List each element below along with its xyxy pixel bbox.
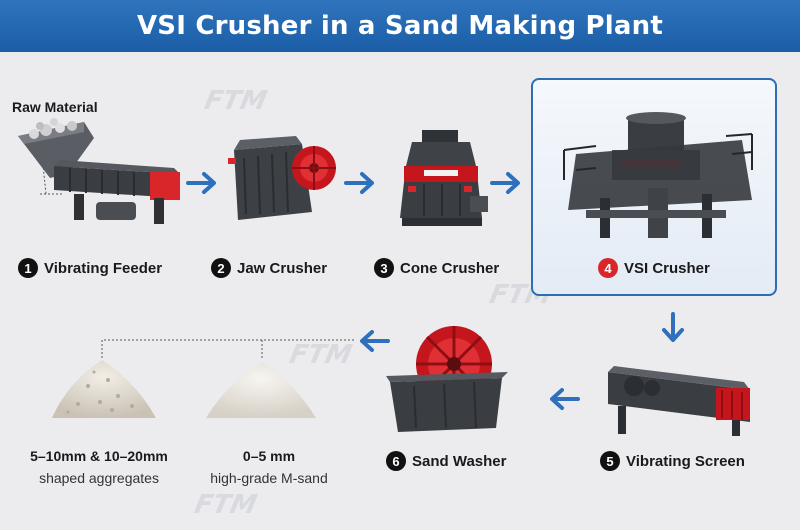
step-number-badge: 1: [18, 258, 38, 278]
arrow-right-icon: [186, 172, 216, 194]
arrow-right-icon: [344, 172, 374, 194]
step-label-vsi-crusher: 4 VSI Crusher: [598, 258, 710, 278]
product-size: 0–5 mm: [242, 448, 296, 464]
step-label-jaw-crusher: 2 Jaw Crusher: [211, 258, 327, 278]
step-name: Jaw Crusher: [237, 259, 328, 277]
step-number-badge: 3: [374, 258, 394, 278]
step-number-badge: 2: [211, 258, 231, 278]
step-label-cone-crusher: 3 Cone Crusher: [374, 258, 499, 278]
product-split-line: [101, 339, 356, 358]
msand-pile-image: [206, 362, 316, 418]
step-name: Vibrating Feeder: [44, 259, 163, 277]
watermark-logo: FTM: [201, 86, 270, 116]
arrow-down-icon: [662, 312, 684, 342]
vibrating-screen-image: [608, 366, 750, 436]
arrow-left-icon: [550, 388, 580, 410]
page-title: VSI Crusher in a Sand Making Plant: [136, 11, 664, 41]
arrow-right-icon: [490, 172, 520, 194]
product-description: high-grade M-sand: [210, 470, 328, 486]
sand-washer-image: [386, 326, 508, 432]
step-label-vibrating-screen: 5 Vibrating Screen: [600, 451, 745, 471]
step-number-badge: 4: [598, 258, 618, 278]
arrow-left-icon: [360, 330, 390, 352]
cone-crusher-image: [400, 130, 488, 226]
product-aggregates: 5–10mm & 10–20mm shaped aggregates: [14, 448, 184, 486]
product-msand: 0–5 mm high-grade M-sand: [184, 448, 354, 486]
step-name: Sand Washer: [412, 452, 507, 470]
step-number-badge: 6: [386, 451, 406, 471]
aggregate-pile-image: [52, 360, 156, 418]
watermark-logo: FTM: [191, 490, 260, 520]
raw-material-label: Raw Material: [12, 99, 98, 115]
jaw-crusher-image: [228, 136, 336, 220]
product-description: shaped aggregates: [39, 470, 159, 486]
vsi-crusher-image: [563, 112, 753, 238]
title-banner: VSI Crusher in a Sand Making Plant: [0, 0, 800, 52]
step-name: Cone Crusher: [400, 259, 500, 277]
step-label-sand-washer: 6 Sand Washer: [386, 451, 506, 471]
vibrating-feeder-image: [18, 118, 180, 224]
step-number-badge: 5: [600, 451, 620, 471]
step-name: Vibrating Screen: [626, 452, 745, 470]
step-label-vibrating-feeder: 1 Vibrating Feeder: [18, 258, 162, 278]
product-size: 5–10mm & 10–20mm: [30, 448, 168, 464]
step-name: VSI Crusher: [624, 259, 710, 277]
